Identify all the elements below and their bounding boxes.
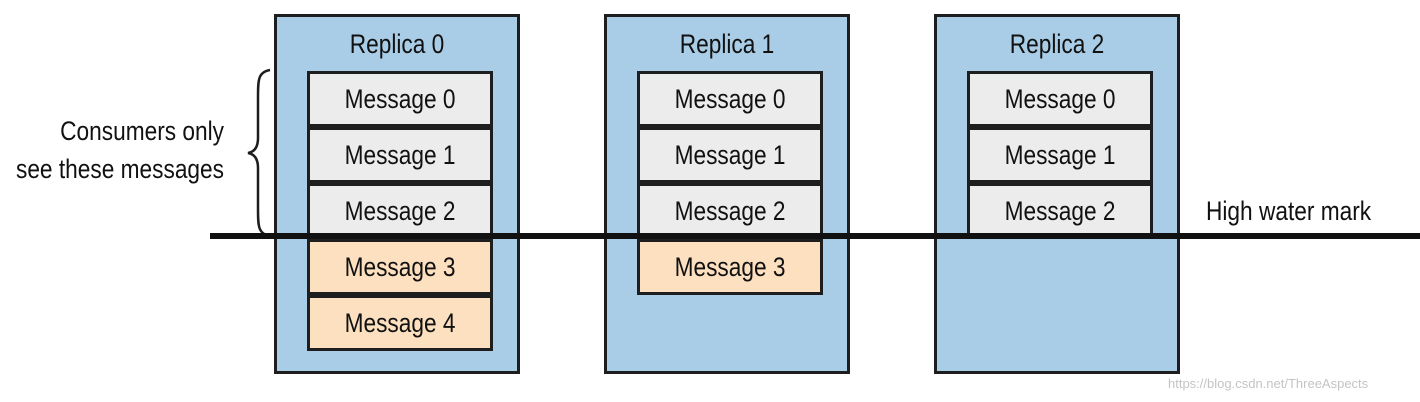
- uncommitted-message-box: Message 3: [637, 239, 823, 295]
- curly-brace-icon: [247, 68, 271, 238]
- message-box: Message 2: [967, 183, 1153, 239]
- message-label: Message 0: [1004, 83, 1116, 114]
- replica-0: Replica 0 Message 0 Message 1 Message 2 …: [274, 14, 520, 374]
- replica-title: Replica 1: [679, 29, 775, 59]
- message-box: Message 0: [967, 71, 1153, 127]
- replica-title: Replica 0: [349, 29, 445, 59]
- watermark: https://blog.csdn.net/ThreeAspects: [1168, 376, 1369, 391]
- replica-2: Replica 2 Message 0 Message 1 Message 2: [934, 14, 1180, 374]
- message-label: Message 0: [344, 83, 456, 114]
- message-label: Message 3: [344, 251, 456, 282]
- uncommitted-message-box: Message 4: [307, 295, 493, 351]
- message-label: Message 2: [674, 195, 786, 226]
- message-label: Message 1: [1004, 139, 1116, 170]
- message-box: Message 0: [307, 71, 493, 127]
- message-box: Message 2: [307, 183, 493, 239]
- message-box: Message 2: [637, 183, 823, 239]
- message-label: Message 0: [674, 83, 786, 114]
- message-label: Message 2: [344, 195, 456, 226]
- high-water-mark-label: High water mark: [1206, 196, 1372, 226]
- consumer-label-line1: Consumers only: [60, 116, 224, 146]
- message-box: Message 1: [637, 127, 823, 183]
- message-label: Message 1: [674, 139, 786, 170]
- message-label: Message 2: [1004, 195, 1116, 226]
- consumer-label-line2: see these messages: [15, 154, 224, 184]
- message-label: Message 3: [674, 251, 786, 282]
- high-water-mark-line: [210, 233, 1420, 239]
- replica-title: Replica 2: [1009, 29, 1105, 59]
- message-box: Message 1: [967, 127, 1153, 183]
- uncommitted-message-box: Message 3: [307, 239, 493, 295]
- consumer-visibility-label: Consumers only see these messages: [6, 112, 224, 188]
- message-label: Message 1: [344, 139, 456, 170]
- message-label: Message 4: [344, 307, 456, 338]
- message-box: Message 0: [637, 71, 823, 127]
- replica-1: Replica 1 Message 0 Message 1 Message 2 …: [604, 14, 850, 374]
- message-box: Message 1: [307, 127, 493, 183]
